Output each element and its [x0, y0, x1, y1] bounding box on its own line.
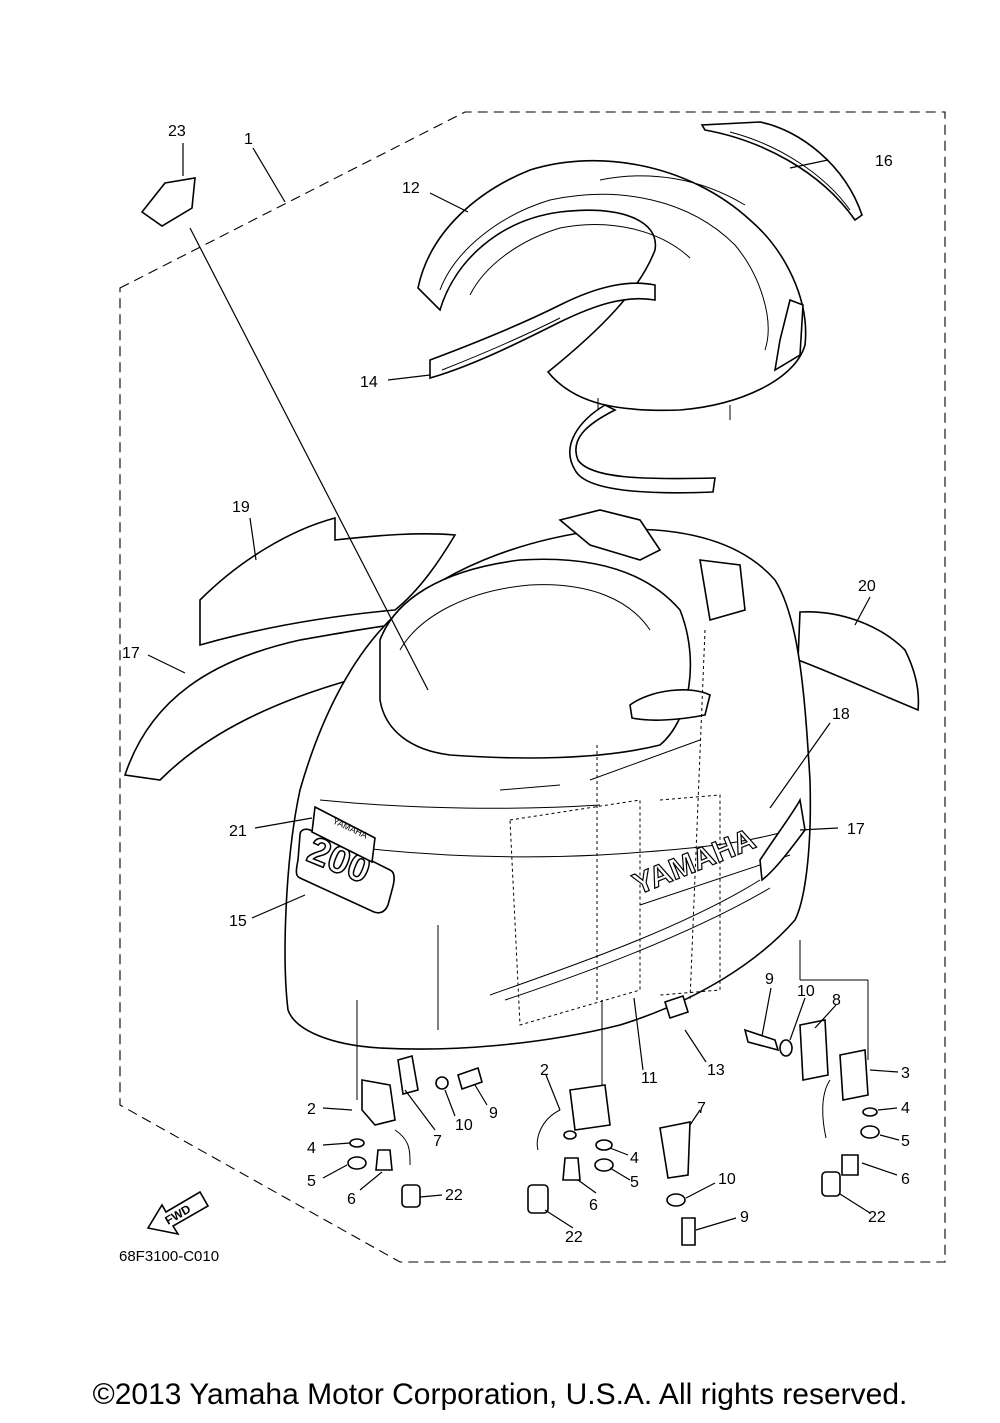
part-20-decal	[797, 611, 920, 712]
part-1-top-cowling	[284, 509, 812, 1050]
copyright-notice: ©2013 Yamaha Motor Corporation, U.S.A. A…	[92, 1378, 908, 1411]
callout-4-left: 4	[307, 1140, 316, 1157]
callout-labels: 23 1 12 16 14 19 20 17 18 17 21 15 9 10 …	[122, 123, 910, 1246]
callout-16: 16	[875, 153, 893, 170]
leader-lines	[147, 143, 900, 1231]
callout-17-left: 17	[122, 645, 140, 662]
callout-5-center: 5	[630, 1174, 639, 1191]
callout-6-right: 6	[901, 1171, 910, 1188]
part-12-top-cap	[417, 159, 807, 420]
callout-13: 13	[707, 1062, 725, 1079]
inner-seal	[569, 404, 716, 494]
callout-14: 14	[360, 374, 378, 391]
assembly-boundary	[119, 111, 946, 1263]
callout-8: 8	[832, 992, 841, 1009]
callout-10-center: 10	[718, 1171, 736, 1188]
forward-direction-arrow: FWD	[146, 1190, 210, 1236]
callout-22-left: 22	[445, 1187, 463, 1204]
callout-7-left: 7	[433, 1133, 442, 1150]
callout-2-left: 2	[307, 1101, 316, 1118]
part-16-rear-trim	[700, 121, 863, 222]
callout-12: 12	[402, 180, 420, 197]
callout-22-center: 22	[565, 1229, 583, 1246]
part-19-decal	[199, 516, 457, 647]
part-14-seal-inner	[441, 317, 561, 371]
center-hinge-group	[527, 1000, 696, 1246]
callout-18: 18	[832, 706, 850, 723]
callout-21: 21	[229, 823, 247, 840]
callout-9-center: 9	[740, 1209, 749, 1226]
callout-20: 20	[858, 578, 876, 595]
callout-23: 23	[168, 123, 186, 140]
callout-1: 1	[244, 131, 253, 148]
callout-4-right: 4	[901, 1100, 910, 1117]
right-hinge-group	[664, 940, 880, 1197]
part-14-seal	[429, 282, 656, 380]
callout-4-center: 4	[630, 1150, 639, 1167]
callout-6-center: 6	[589, 1197, 598, 1214]
callout-2-center: 2	[540, 1062, 549, 1079]
callout-7-center: 7	[697, 1100, 706, 1117]
callout-22-right: 22	[868, 1209, 886, 1226]
callout-9-right: 9	[765, 971, 774, 988]
callout-5-left: 5	[307, 1173, 316, 1190]
part-23-label	[140, 177, 196, 227]
callout-3: 3	[901, 1065, 910, 1082]
callout-10-right: 10	[797, 983, 815, 1000]
callout-9-left: 9	[489, 1105, 498, 1122]
left-hinge-group	[347, 1000, 483, 1208]
callout-15: 15	[229, 913, 247, 930]
callout-5-right: 5	[901, 1133, 910, 1150]
callout-10-left: 10	[455, 1117, 473, 1134]
callout-11: 11	[641, 1070, 658, 1087]
callout-6-left: 6	[347, 1191, 356, 1208]
part-16-inner	[729, 131, 851, 211]
diagram-part-code: 68F3100-C010	[119, 1248, 219, 1265]
callout-19: 19	[232, 499, 250, 516]
callout-17-right: 17	[847, 821, 865, 838]
